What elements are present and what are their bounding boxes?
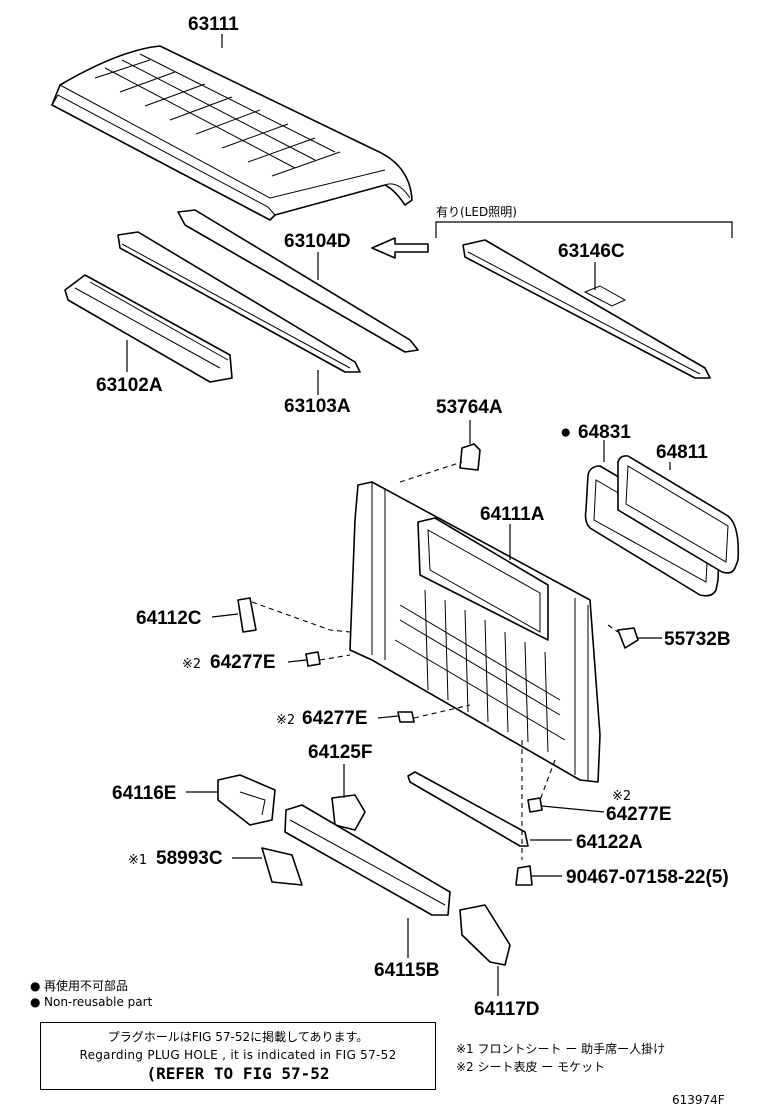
ref-line-jp: プラグホールはFIG 57-52に掲載してあります。	[107, 1030, 369, 1044]
mark-1: ※1	[128, 853, 147, 868]
label-64277E-2: 64277E	[302, 708, 368, 729]
label-63103A: 63103A	[284, 396, 351, 417]
label-63111: 63111	[188, 14, 239, 35]
bracket-64117D	[459, 904, 511, 966]
plug-hole-reference-box: プラグホールはFIG 57-52に掲載してあります。 Regarding PLU…	[40, 1022, 436, 1090]
label-64116E: 64116E	[112, 783, 176, 804]
ref-line-refer[interactable]: (REFER TO FIG 57-52	[146, 1064, 330, 1083]
assembly-line	[413, 704, 471, 719]
label-64115B: 64115B	[374, 960, 440, 981]
roof-bow-63104D	[177, 209, 419, 353]
footnote-2: ※2 シート表皮 ー モケット	[456, 1060, 605, 1074]
mark-2-b: ※2	[276, 713, 295, 728]
label-63146C: 63146C	[558, 241, 625, 262]
label-64117D: 64117D	[474, 999, 540, 1020]
roof-bow-63102A	[64, 274, 233, 383]
back-panel	[349, 481, 601, 783]
assembly-line	[539, 759, 556, 801]
trim-strip-64122A	[407, 771, 529, 847]
legend-en: Non-reusable part	[44, 995, 153, 1009]
legend-bullet-2: ●	[30, 995, 40, 1009]
label-64277E-1: 64277E	[210, 652, 276, 673]
legend-jp: 再使用不可部品	[44, 978, 128, 993]
label-64122A: 64122A	[576, 832, 643, 853]
assembly-line	[319, 654, 351, 661]
mark-2-a: ※2	[182, 657, 201, 672]
led-option-label: 有り(LED照明)	[436, 205, 517, 219]
ref-line-en: Regarding PLUG HOLE , it is indicated in…	[79, 1048, 397, 1062]
legend-bullet-1: ●	[30, 979, 40, 993]
back-window-glass	[617, 455, 740, 574]
label-63102A: 63102A	[96, 375, 163, 396]
bracket-53764A	[459, 420, 481, 471]
label-55732B: 55732B	[664, 629, 731, 650]
label-64831: 64831	[578, 422, 631, 443]
roof-bow-63146C	[462, 239, 711, 379]
led-option-bracket: 有り(LED照明)	[371, 205, 733, 259]
bracket-64116E	[217, 774, 276, 826]
figure-id: 613974F	[672, 1093, 725, 1107]
label-53764A: 53764A	[436, 397, 503, 418]
clip-90467	[515, 865, 533, 886]
label-58993C: 58993C	[156, 848, 223, 869]
assembly-line	[607, 624, 619, 633]
bracket-64112C	[237, 597, 257, 633]
bracket-58993C	[261, 847, 303, 886]
mark-2-c: ※2	[612, 789, 631, 804]
label-64811: 64811	[656, 442, 708, 463]
footnote-1: ※1 フロントシート ー 助手席ー人掛け	[456, 1041, 665, 1056]
label-90467: 90467-07158-22(5)	[566, 867, 729, 888]
cross-member-64115B	[284, 804, 451, 916]
bracket-64125F	[331, 794, 366, 831]
label-64111A: 64111A	[480, 504, 545, 525]
roof-panel	[51, 45, 413, 221]
label-64277E-3: 64277E	[606, 804, 672, 825]
label-64125F: 64125F	[308, 742, 372, 763]
non-reusable-bullet: ●	[560, 422, 571, 443]
clip-55732B	[617, 627, 639, 649]
assembly-line	[251, 601, 351, 633]
clip-64277E-1	[305, 651, 321, 667]
assembly-line	[399, 461, 463, 483]
clip-64277E-3	[527, 797, 543, 813]
label-64112C: 64112C	[136, 608, 202, 629]
roof-bow-63103A	[117, 231, 361, 373]
clip-64277E-2	[397, 711, 415, 723]
label-63104D: 63104D	[284, 231, 351, 252]
